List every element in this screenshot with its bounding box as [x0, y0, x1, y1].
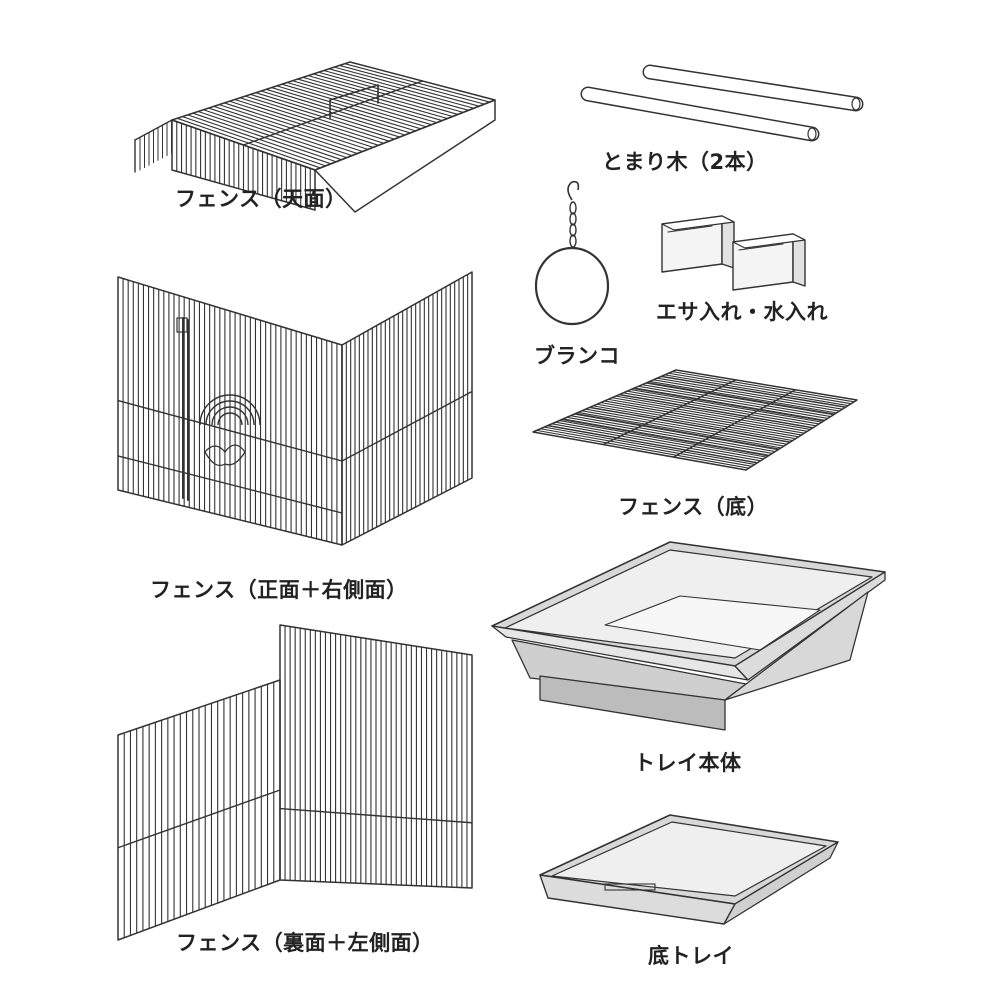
fence-back-left-illustration	[117, 624, 473, 941]
fence-top-illustration	[134, 61, 496, 213]
fence-bottom-illustration	[532, 369, 858, 471]
perches-label: とまり木（2本）	[602, 150, 768, 174]
swing-illustration	[534, 180, 610, 326]
fence-front-right-label: フェンス（正面＋右側面）	[150, 578, 408, 602]
fence-bottom-label: フェンス（底）	[618, 495, 769, 519]
tray-body-illustration	[491, 541, 886, 731]
perches-illustration	[580, 64, 864, 142]
fence-back-left-label: フェンス（裏面＋左側面）	[176, 931, 434, 955]
tray-body-label: トレイ本体	[634, 751, 742, 775]
bottom-tray-illustration	[539, 814, 839, 925]
fence-front-right-illustration	[117, 271, 473, 546]
fence-top-label: フェンス（天面）	[175, 187, 347, 211]
feeders-label: エサ入れ・水入れ	[656, 300, 828, 324]
bottom-tray-label: 底トレイ	[648, 944, 734, 968]
feeders-illustration	[661, 215, 806, 291]
swing-label: ブランコ	[534, 344, 620, 368]
